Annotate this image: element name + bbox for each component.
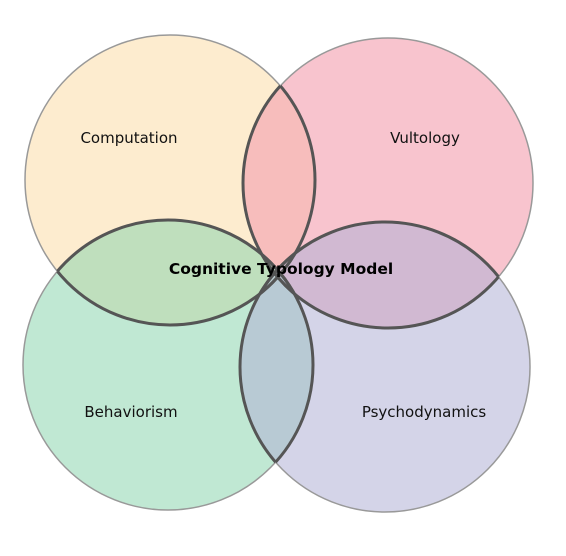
vultology-overlap-outline (241, 36, 315, 325)
psychodynamics-overlap-outline-2 (243, 220, 532, 328)
behaviorism-overlap-outline-3 (240, 222, 315, 512)
behaviorism-overlap-outline (25, 218, 315, 325)
overlap-outlines (23, 36, 532, 512)
computation-overlap-outline (243, 38, 317, 327)
center-title: Cognitive Typology Model (169, 260, 393, 278)
vultology-overlap-outline-3 (241, 222, 530, 330)
vultology-label: Vultology (390, 129, 460, 147)
behaviorism-circle (23, 220, 313, 510)
computation-label: Computation (80, 129, 177, 147)
set-labels: Computation Vultology Behaviorism Psycho… (80, 129, 486, 421)
behaviorism-label: Behaviorism (84, 403, 177, 421)
psychodynamics-label: Psychodynamics (362, 403, 487, 421)
psychodynamics-overlap-outline-3 (238, 220, 313, 510)
computation-overlap-outline-2 (23, 220, 313, 327)
set-circles (23, 35, 533, 512)
psychodynamics-circle (240, 222, 530, 512)
